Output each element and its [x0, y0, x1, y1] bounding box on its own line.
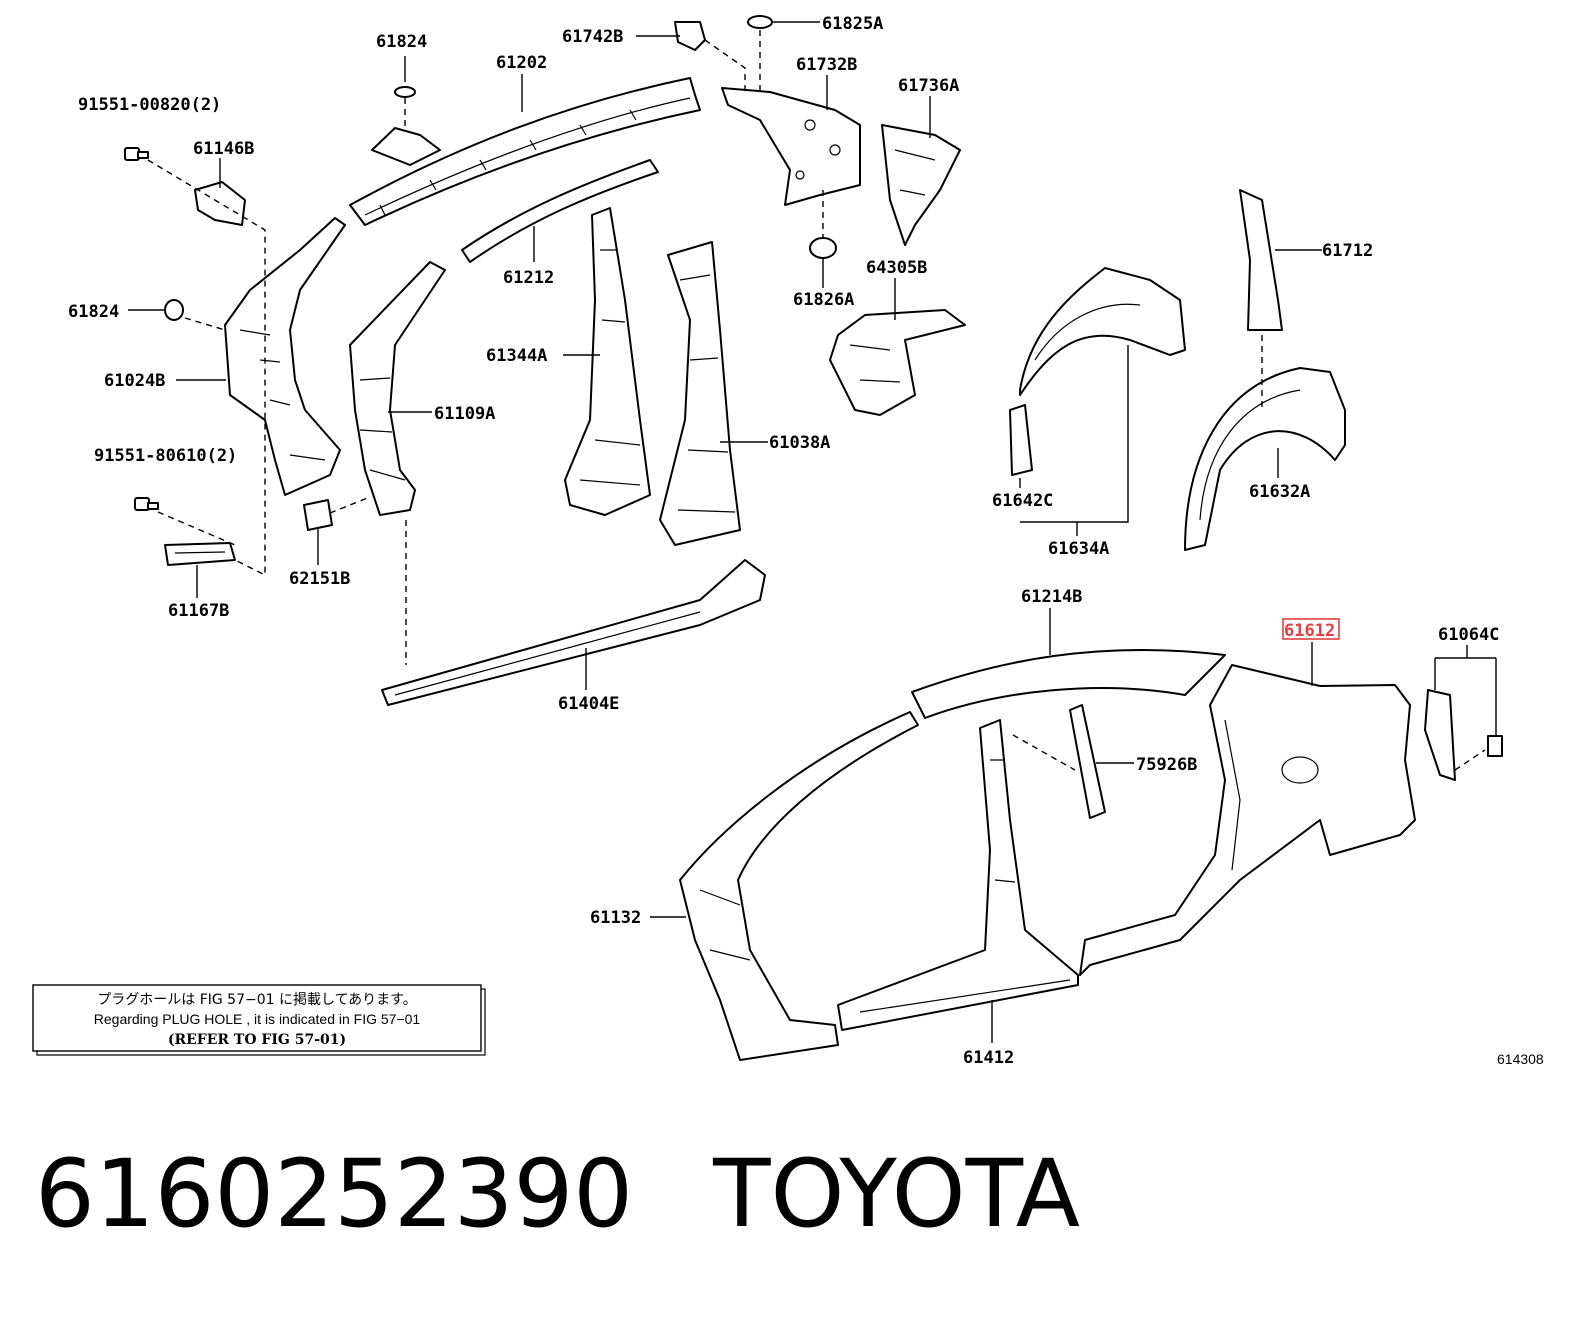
label-61824-left: 61824 [68, 302, 119, 322]
label-61632A: 61632A [1249, 482, 1310, 502]
label-64305B: 64305B [866, 258, 927, 278]
label-61109A: 61109A [434, 404, 495, 424]
figure-number: 614308 [1497, 1051, 1544, 1067]
part-61404E-rocker-panel [381, 559, 766, 706]
label-61634A: 61634A [1048, 539, 1109, 559]
plug-hole-note: プラグホールは FIG 57−01 に掲載してあります。 Regarding P… [32, 984, 486, 1056]
label-61344A: 61344A [486, 346, 547, 366]
part-75926B-stripe [1069, 704, 1106, 819]
label-91551-00820: 91551-00820(2) [78, 95, 221, 115]
part-61824-top-bracket [371, 127, 441, 166]
label-61202: 61202 [496, 53, 547, 73]
part-61732B-inner-panel [721, 87, 861, 206]
part-61167B-bracket [164, 542, 236, 566]
label-61412: 61412 [963, 1048, 1014, 1068]
note-english: Regarding PLUG HOLE , it is indicated in… [94, 1011, 421, 1027]
label-61167B: 61167B [168, 601, 229, 621]
part-61024B-front-pillar [224, 217, 346, 496]
part-61344A-center-pillar-inner [564, 207, 651, 516]
label-61742B: 61742B [562, 27, 623, 47]
label-61038A: 61038A [769, 433, 830, 453]
label-61212: 61212 [503, 268, 554, 288]
part-64305B-bracket [829, 309, 966, 416]
label-61825A: 61825A [822, 14, 883, 34]
label-61712: 61712 [1322, 241, 1373, 261]
label-61642C: 61642C [992, 491, 1053, 511]
bolt-91551-00820 [124, 147, 149, 161]
label-61736A: 61736A [898, 76, 959, 96]
plug-61824-top [394, 86, 416, 98]
footer-caption: 6160252390 TOYOTA [35, 1140, 1080, 1250]
highlight-box-61612 [1282, 618, 1340, 640]
part-61412-center-pillar-outer [837, 719, 1079, 1031]
plug-61824-left [164, 299, 184, 321]
label-61824-top: 61824 [376, 32, 427, 52]
note-reference: (REFER TO FIG 57-01) [168, 1032, 346, 1048]
plug-61825A [747, 15, 773, 29]
leader-lines [128, 21, 1497, 1043]
label-61826A: 61826A [793, 290, 854, 310]
label-61024B: 61024B [104, 371, 165, 391]
bolt-91551-80610 [134, 497, 159, 511]
part-62151B-block [303, 499, 333, 531]
part-61109A-pillar-inner [349, 261, 446, 516]
brand-caption: TOYOTA [713, 1140, 1081, 1249]
part-61038A-center-pillar-reinf [659, 241, 741, 546]
part-61642C-bracket [1009, 404, 1033, 476]
part-61742B-clip [674, 21, 706, 51]
part-61214B-roof-outer-rail [911, 648, 1226, 719]
part-61212-roof-inner-rail [461, 159, 659, 263]
part-61612-quarter-panel [1079, 664, 1416, 976]
part-number-caption: 6160252390 [35, 1140, 634, 1249]
part-61712-quarter-pillar [1239, 189, 1283, 331]
part-61202-roof-side-rail [349, 77, 701, 226]
label-61404E: 61404E [558, 694, 619, 714]
plug-61826A [809, 237, 837, 259]
label-91551-80610: 91551-80610(2) [94, 446, 237, 466]
label-61132: 61132 [590, 908, 641, 928]
label-61146B: 61146B [193, 139, 254, 159]
part-labels: 61824 61742B 61825A 61202 61732B 61736A … [68, 14, 1499, 1068]
label-61612: 61612 [1284, 621, 1335, 641]
label-61214B: 61214B [1021, 587, 1082, 607]
label-61732B: 61732B [796, 55, 857, 75]
part-61064C-clip [1487, 735, 1503, 757]
part-61064C-bracket [1424, 689, 1456, 781]
part-61634A-wheelhouse-inner [1019, 267, 1186, 396]
label-61064C: 61064C [1438, 625, 1499, 645]
part-61632A-wheelhouse-outer [1184, 367, 1346, 551]
part-61132-front-pillar-outer [679, 711, 919, 1061]
dashed-guides [147, 30, 1486, 771]
note-japanese: プラグホールは FIG 57−01 に掲載してあります。 [97, 992, 417, 1008]
part-61146B-bracket [194, 181, 246, 226]
part-61736A-gusset [881, 124, 961, 246]
label-62151B: 62151B [289, 569, 350, 589]
label-75926B: 75926B [1136, 755, 1197, 775]
